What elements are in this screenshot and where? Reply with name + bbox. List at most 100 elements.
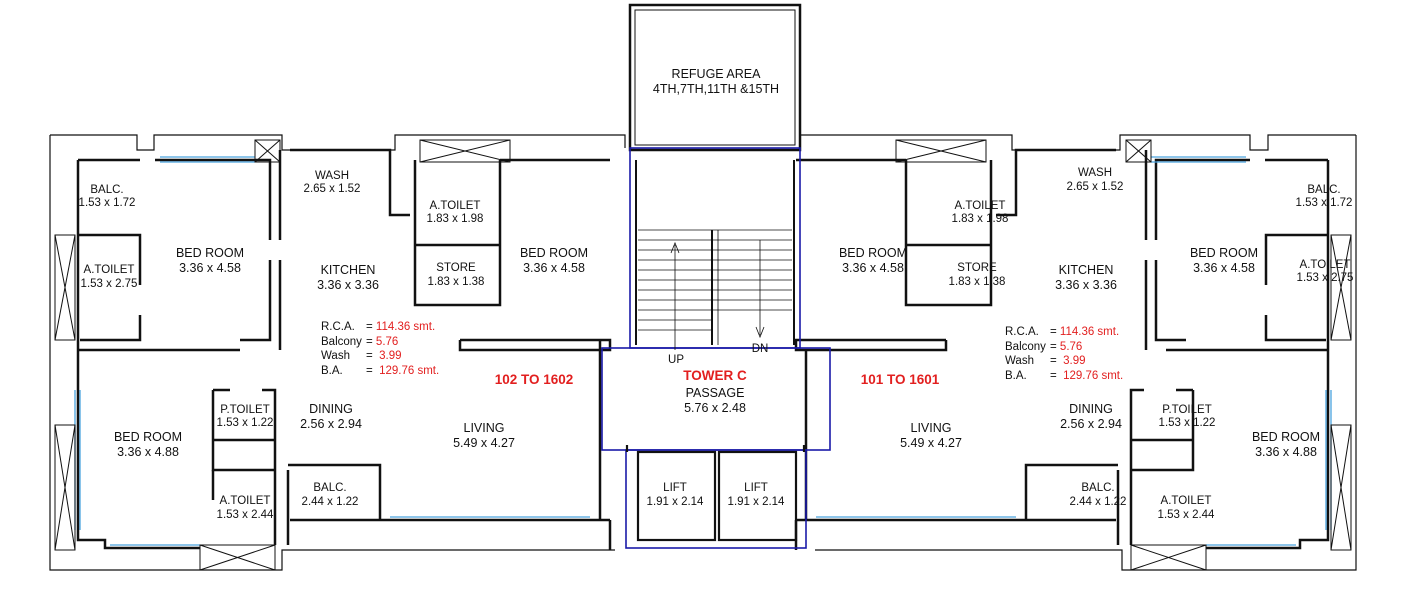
right-atoilet-right-name: A.TOILET [1299,259,1351,271]
left-wash-name: WASH [314,170,350,182]
right-balc-top-size: 1.53 x 1.72 [1295,197,1353,209]
left-wash-size: 2.65 x 1.52 [303,183,361,195]
tower-name: TOWER C [683,368,747,383]
left-atoilet-bottom-name: A.TOILET [219,495,271,507]
right-atoilet-mid-size: 1.83 x 1.98 [951,213,1009,225]
right-dining-name: DINING [1069,402,1113,416]
area-row: B.A. = 129.76 smt. [1005,369,1123,384]
right-bedroom-bottom-size: 3.36 x 4.88 [1255,445,1317,459]
area-row: Balcony = 5.76 [321,335,439,350]
right-ptoilet-name: P.TOILET [1162,404,1212,416]
area-eq: = [1050,326,1057,338]
area-label: Balcony [1005,340,1046,353]
area-value: 3.99 [379,350,402,362]
area-row: R.C.A. = 114.36 smt. [1005,325,1123,340]
area-value: 3.99 [1063,355,1086,367]
area-eq: = [1050,369,1057,382]
right-store-name: STORE [957,262,997,274]
area-eq: = [366,335,373,348]
right-area-summary: R.C.A. = 114.36 smt. Balcony = 5.76 Wash = … [1005,325,1123,383]
area-eq: = [366,350,373,362]
left-balc-top-size: 1.53 x 1.72 [78,197,136,209]
right-atoilet-right-size: 1.53 x 2.75 [1296,272,1354,284]
refuge-area-title: REFUGE AREA [671,67,761,81]
area-eq: = [366,321,373,333]
left-kitchen-name: KITCHEN [320,263,376,277]
area-row: Wash = 3.99 [321,349,439,364]
right-dining-size: 2.56 x 2.94 [1060,417,1122,431]
area-label: Balcony [321,335,362,348]
area-value: 129.76 smt. [379,364,440,377]
right-bedroom-top-name: BED ROOM [1189,246,1259,260]
area-label: R.C.A. [1005,326,1039,338]
lift-2-name: LIFT [744,482,768,494]
right-living-name: LIVING [910,421,952,435]
area-label: B.A. [321,364,343,377]
passage-name: PASSAGE [685,386,745,400]
left-living-size: 5.49 x 4.27 [453,436,515,450]
right-wash-size: 2.65 x 1.52 [1066,181,1124,193]
area-value: 129.76 smt. [1063,369,1124,382]
right-bedroom-top-size: 3.36 x 4.58 [1193,261,1255,275]
stair-up-label: UP [668,354,684,366]
left-balc-bottom-size: 2.44 x 1.22 [301,496,359,508]
lift-1-name: LIFT [663,482,687,494]
left-bedroom-bottom-size: 3.36 x 4.88 [117,445,179,459]
right-bedroom-bottom-name: BED ROOM [1251,430,1321,444]
left-atoilet-left-name: A.TOILET [83,264,135,276]
area-row: Balcony = 5.76 [1005,340,1123,355]
left-dining-name: DINING [309,402,353,416]
left-living-name: LIVING [463,421,505,435]
right-balc-bottom-name: BALC. [1081,482,1115,494]
area-label: R.C.A. [321,321,355,333]
area-value: 5.76 [1059,340,1083,353]
left-ptoilet-name: P.TOILET [220,404,270,416]
right-living-size: 5.49 x 4.27 [900,436,962,450]
left-atoilet-left-size: 1.53 x 2.75 [80,278,138,290]
area-row: R.C.A. = 114.36 smt. [321,320,439,335]
left-balc-top-name: BALC. [90,184,124,196]
right-atoilet-bottom-size: 1.53 x 2.44 [1157,509,1215,521]
left-atoilet-mid-size: 1.83 x 1.98 [426,213,484,225]
right-bedroom-left-name: BED ROOM [838,246,908,260]
lift-1-size: 1.91 x 2.14 [646,496,704,508]
left-kitchen-size: 3.36 x 3.36 [317,278,379,292]
right-wash-name: WASH [1077,167,1113,179]
area-value: 114.36 smt. [375,321,436,333]
area-eq: = [1050,355,1057,367]
area-row: B.A. = 129.76 smt. [321,364,439,379]
left-balc-bottom-name: BALC. [313,482,347,494]
area-value: 5.76 [375,335,399,348]
left-atoilet-mid-name: A.TOILET [429,200,481,212]
right-kitchen-name: KITCHEN [1058,263,1114,277]
area-eq: = [366,364,373,377]
left-dining-size: 2.56 x 2.94 [300,417,362,431]
right-balc-bottom-size: 2.44 x 1.22 [1069,496,1127,508]
left-area-summary: R.C.A. = 114.36 smt. Balcony = 5.76 Wash = … [321,320,439,378]
area-eq: = [1050,340,1057,353]
area-label: Wash [321,350,350,362]
area-label: Wash [1005,355,1034,367]
left-store-size: 1.83 x 1.38 [427,276,485,288]
stair-down-label: DN [751,343,769,355]
left-ptoilet-size: 1.53 x 1.22 [216,417,274,429]
left-store-name: STORE [436,262,476,274]
right-atoilet-mid-name: A.TOILET [954,200,1006,212]
left-bedroom-top-name: BED ROOM [175,246,245,260]
right-atoilet-bottom-name: A.TOILET [1160,495,1212,507]
left-bedroom-top-size: 3.36 x 4.58 [179,261,241,275]
lift-2-size: 1.91 x 2.14 [727,496,785,508]
area-row: Wash = 3.99 [1005,354,1123,369]
right-store-size: 1.83 x 1.38 [948,276,1006,288]
area-value: 114.36 smt. [1059,326,1120,338]
area-label: B.A. [1005,369,1027,382]
right-ptoilet-size: 1.53 x 1.22 [1158,417,1216,429]
left-atoilet-bottom-size: 1.53 x 2.44 [216,509,274,521]
right-balc-top-name: BALC. [1307,184,1341,196]
passage-size: 5.76 x 2.48 [684,401,746,415]
right-flat-range: 101 TO 1601 [860,372,940,387]
left-bedroom-right-name: BED ROOM [519,246,589,260]
left-bedroom-right-size: 3.36 x 4.58 [523,261,585,275]
right-bedroom-left-size: 3.36 x 4.58 [842,261,904,275]
